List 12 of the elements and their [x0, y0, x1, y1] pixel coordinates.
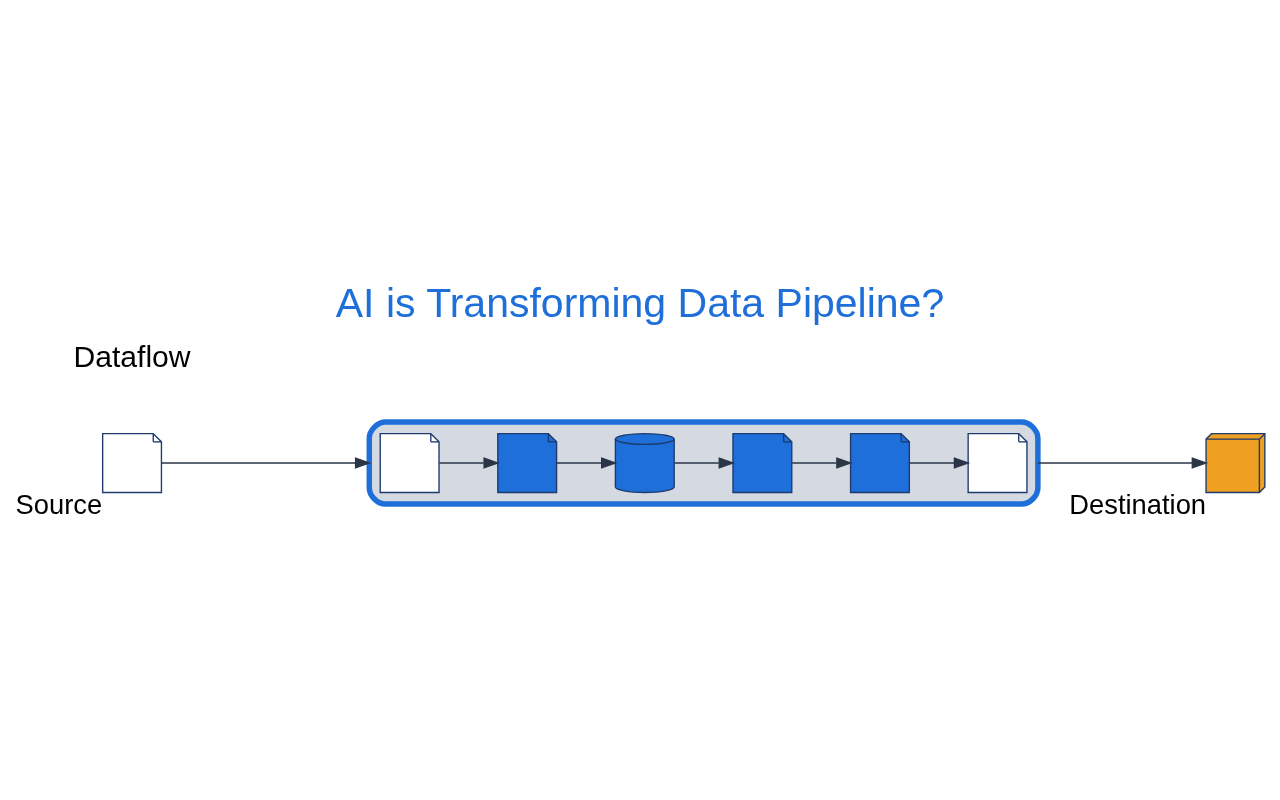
arrow [791, 456, 853, 469]
arrow [161, 456, 372, 469]
arrow [1037, 456, 1209, 469]
label: Dataflow [73, 339, 191, 373]
node-label: Destination [1069, 488, 1207, 520]
arrow [909, 456, 971, 469]
node-label: Source [15, 488, 103, 520]
arrow [438, 456, 500, 469]
arrow [556, 456, 618, 469]
diagram-title: AI is Transforming Data Pipeline? [335, 279, 945, 326]
cluster [366, 418, 1041, 507]
arrow [673, 456, 735, 469]
